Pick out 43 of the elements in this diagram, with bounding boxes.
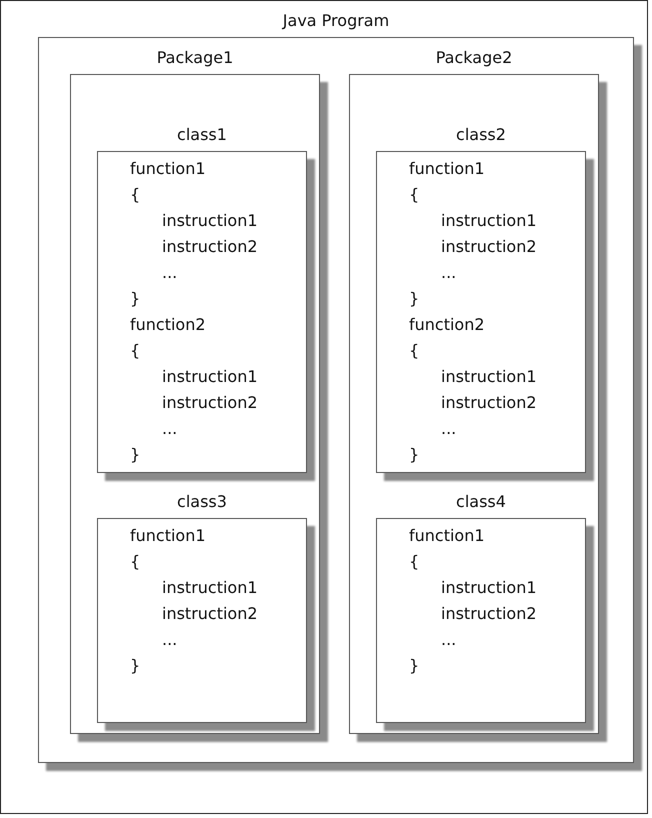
code-line: instruction2 (441, 604, 537, 623)
code-line: instruction2 (162, 237, 258, 256)
code-line: instruction1 (441, 578, 537, 597)
code-line: } (130, 445, 140, 464)
box-heading: class3 (177, 492, 227, 511)
code-line: instruction1 (162, 367, 258, 386)
code-line: function1 (409, 159, 485, 178)
code-line: instruction2 (162, 604, 258, 623)
code-line: { (409, 185, 420, 204)
code-line: { (130, 341, 140, 360)
code-line: instruction1 (441, 211, 537, 230)
code-line: { (130, 185, 140, 204)
box-heading: class4 (456, 492, 506, 511)
code-line: { (130, 552, 140, 571)
code-line: ... (441, 419, 456, 438)
code-line: function1 (130, 526, 206, 545)
code-line: } (130, 656, 140, 675)
box-heading: Package1 (156, 48, 234, 67)
box-heading: class2 (456, 125, 506, 144)
code-line: { (409, 552, 420, 571)
box-heading: Package2 (436, 48, 512, 67)
code-line: } (409, 445, 420, 464)
code-line: instruction1 (441, 367, 537, 386)
code-line: instruction1 (162, 211, 258, 230)
code-line: function2 (409, 315, 485, 334)
code-line: } (409, 656, 420, 675)
code-line: function2 (130, 315, 206, 334)
box-heading: class1 (177, 125, 227, 144)
code-line: ... (441, 263, 456, 282)
code-line: } (409, 289, 420, 308)
code-line: } (130, 289, 140, 308)
code-line: function1 (409, 526, 485, 545)
code-line: ... (162, 263, 178, 282)
code-line: function1 (130, 159, 206, 178)
code-line: ... (441, 630, 456, 649)
code-line: instruction1 (162, 578, 258, 597)
code-line: ... (162, 630, 178, 649)
code-line: instruction2 (441, 237, 537, 256)
code-line: ... (162, 419, 178, 438)
box-heading: Java Program (282, 11, 390, 30)
code-line: instruction2 (441, 393, 537, 412)
code-line: { (409, 341, 420, 360)
code-line: instruction2 (162, 393, 258, 412)
